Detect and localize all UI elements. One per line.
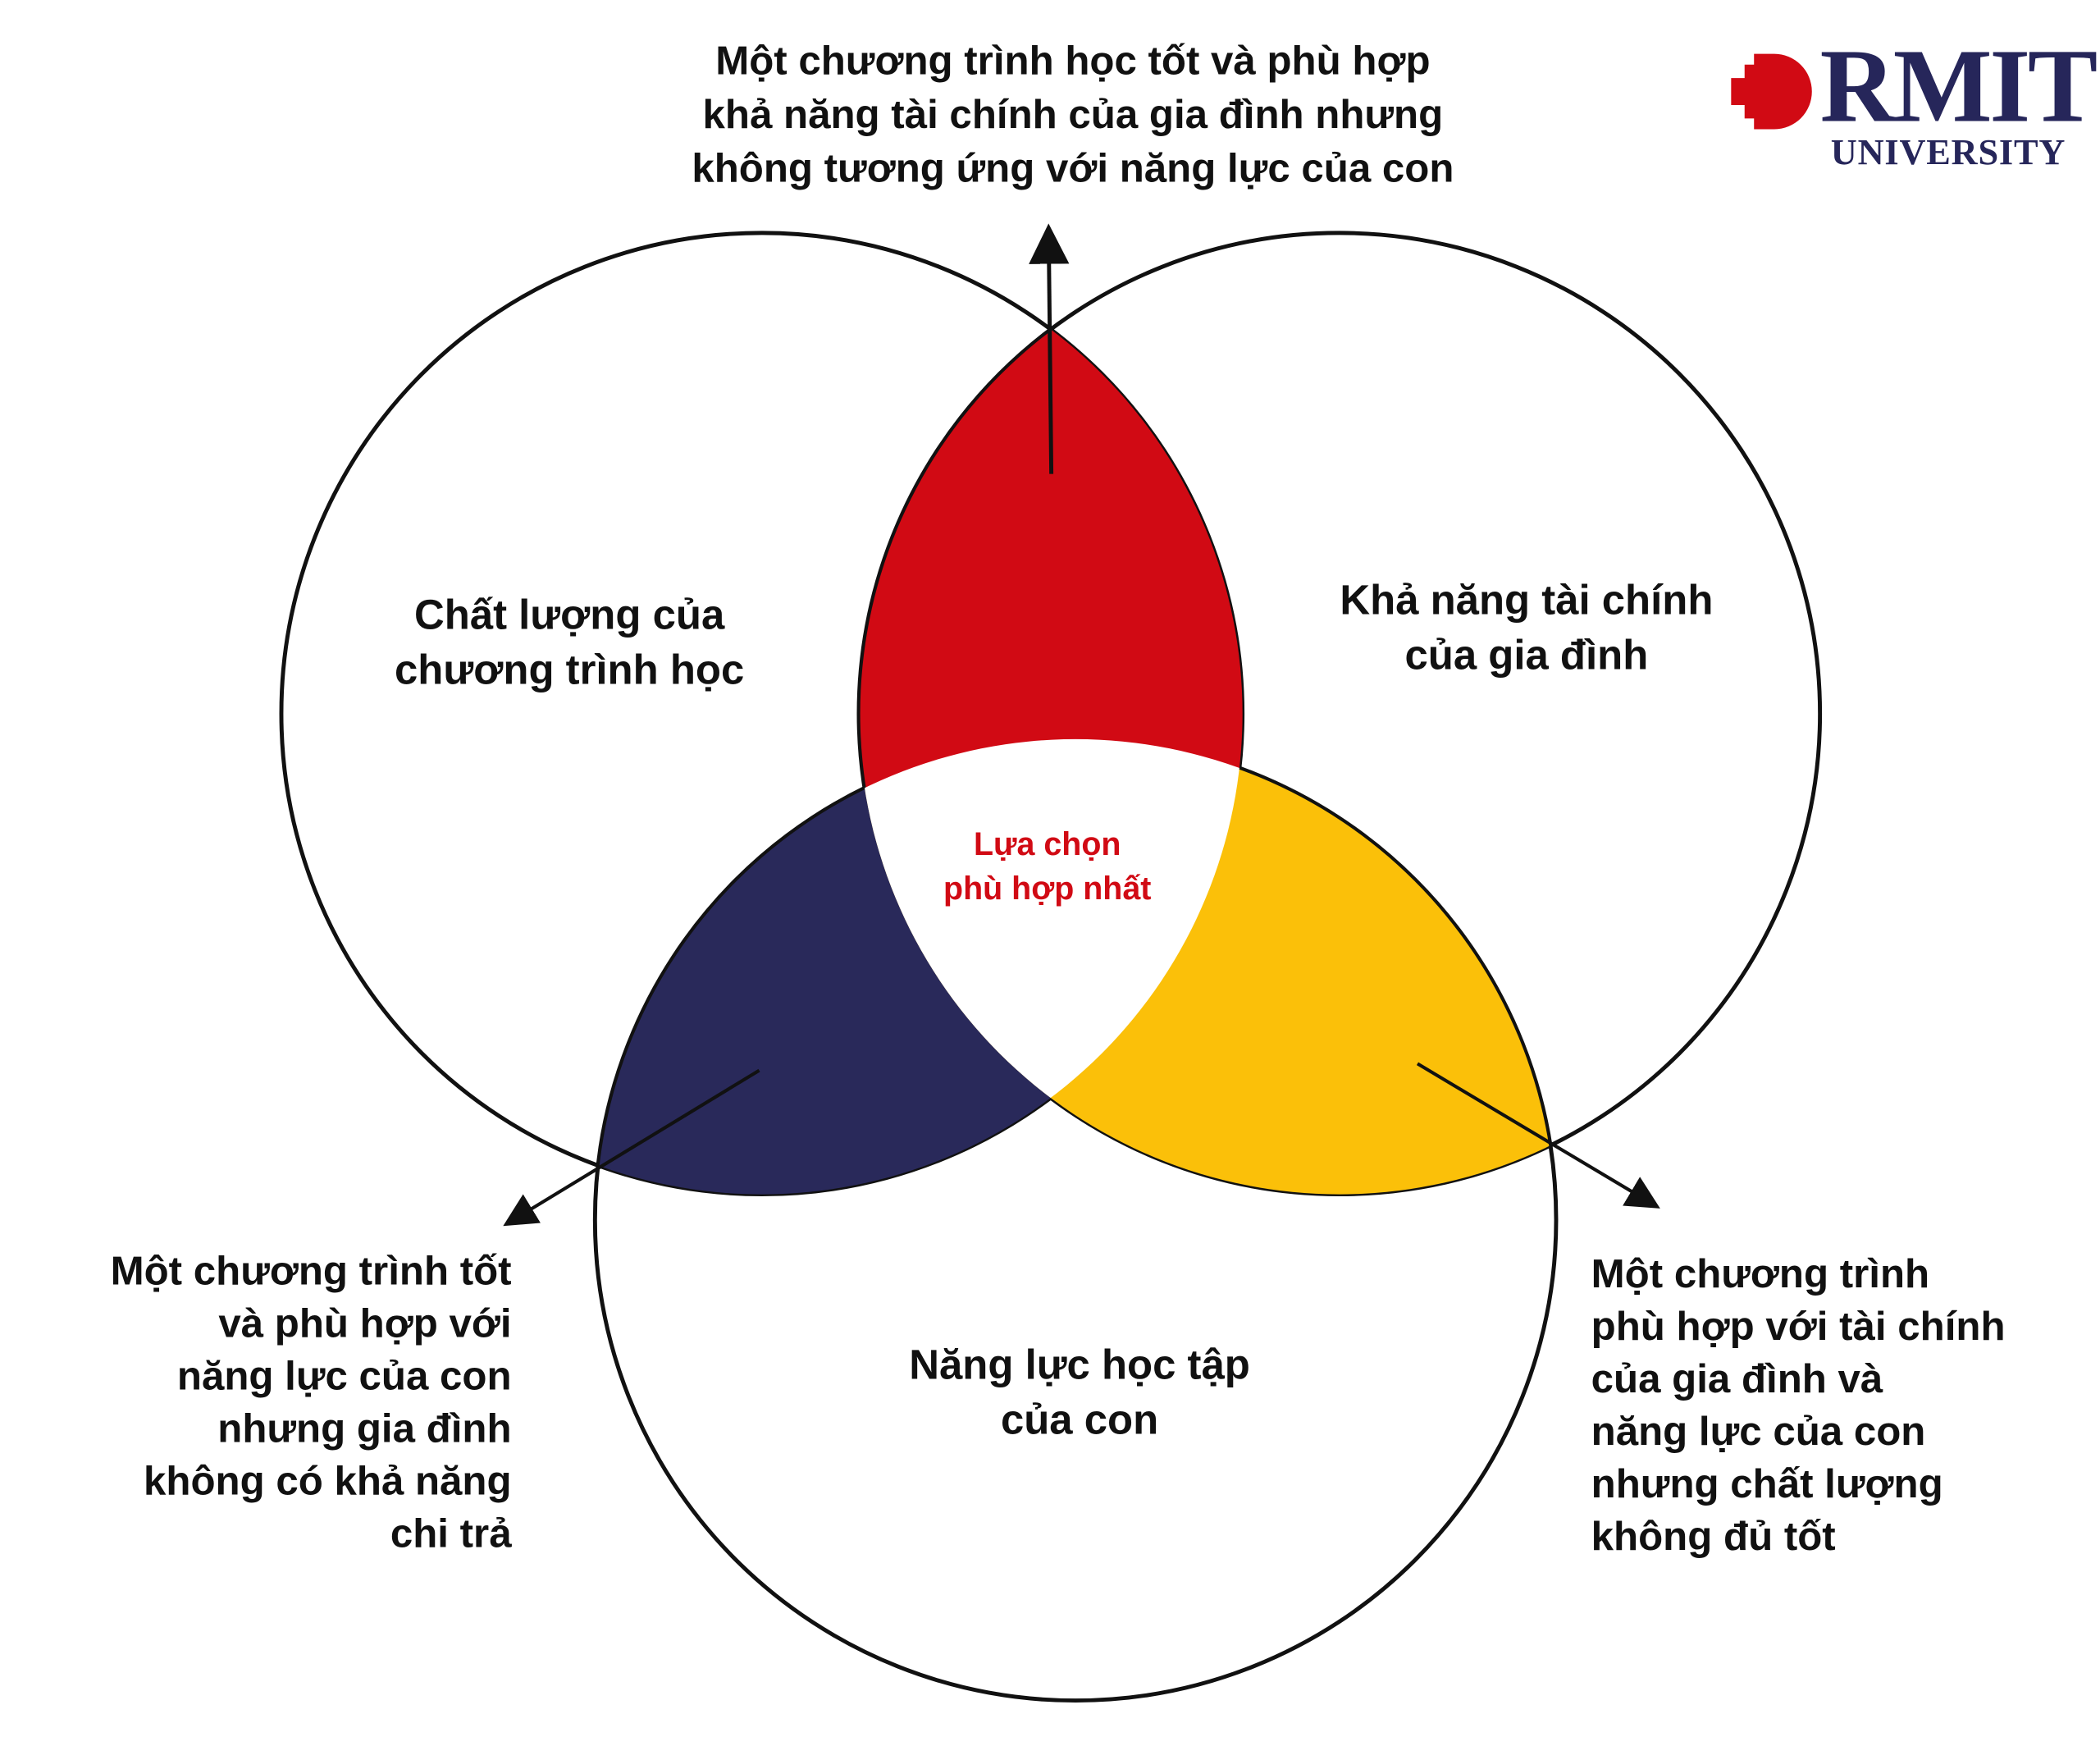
label-line: Chất lượng của — [413, 591, 725, 638]
label-line: Lựa chọn — [973, 826, 1121, 863]
callout-line: Một chương trình học tốt và phù hợp — [715, 39, 1431, 84]
circle-family-finance — [856, 231, 1823, 1197]
callout-line: và phù hợp với — [218, 1301, 512, 1346]
callout-bottom-right: Một chương trình phù hợp với tài chính c… — [1591, 1248, 2006, 1563]
callout-bottom-left: Một chương trình tốt và phù hợp với năng… — [111, 1246, 512, 1561]
callout-line: của gia đình và — [1591, 1357, 1883, 1402]
rmit-logo-mark — [1731, 53, 1812, 130]
region-finance-ability — [858, 740, 1555, 1195]
logo-university-text: UNIVERSITY — [1830, 131, 2066, 173]
arrow-bottom-left — [503, 1068, 760, 1227]
callout-line: phù hợp với tài chính — [1591, 1305, 2006, 1350]
arrow-bottom-right — [1416, 1062, 1660, 1209]
label-program-quality: Chất lượng của chương trình học — [395, 587, 744, 697]
callout-line: không đủ tốt — [1591, 1515, 1836, 1560]
callout-line: năng lực của con — [176, 1354, 512, 1399]
label-line: của con — [1000, 1396, 1159, 1444]
callout-line: nhưng gia đình — [217, 1406, 512, 1451]
label-line: Năng lực học tập — [909, 1341, 1250, 1388]
callout-line: khả năng tài chính của gia đình nhưng — [702, 93, 1444, 138]
label-best-choice: Lựa chọn phù hợp nhất — [943, 823, 1151, 912]
label-line: phù hợp nhất — [943, 871, 1152, 908]
region-quality-ability — [596, 740, 1243, 1195]
label-line: Khả năng tài chính — [1340, 576, 1714, 624]
label-child-ability: Năng lực học tập của con — [909, 1337, 1250, 1448]
label-line: chương trình học — [395, 646, 745, 694]
callout-line: không tương ứng với năng lực của con — [692, 146, 1454, 192]
callout-line: chi trả — [390, 1511, 512, 1556]
label-family-finance: Khả năng tài chính của gia đình — [1340, 572, 1713, 683]
callout-line: không có khả năng — [143, 1459, 512, 1504]
logo-rmit-text: RMIT — [1819, 26, 2098, 144]
callout-top: Một chương trình học tốt và phù hợp khả … — [692, 35, 1454, 197]
arrow-top — [1029, 223, 1070, 474]
callout-line: năng lực của con — [1591, 1410, 1926, 1455]
callout-line: nhưng chất lượng — [1591, 1462, 1943, 1507]
callout-line: Một chương trình tốt — [110, 1249, 512, 1295]
callout-line: Một chương trình — [1591, 1252, 1930, 1297]
label-line: của gia đình — [1404, 631, 1649, 679]
